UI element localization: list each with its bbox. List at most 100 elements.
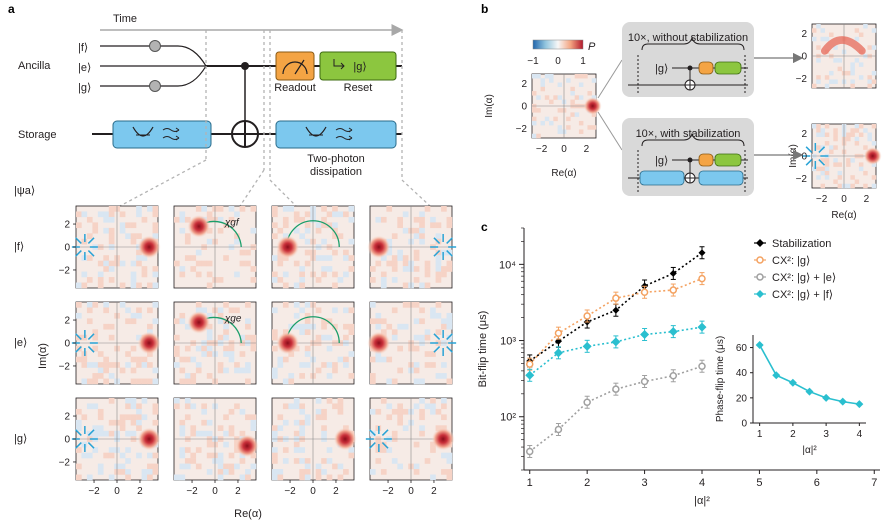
legend-marker <box>756 290 764 298</box>
data-point <box>525 360 534 368</box>
wigner-tile-r1-c1-cell <box>223 318 229 325</box>
wigner-tile-r0-c1-cell <box>239 206 246 212</box>
wigner-tile-r0-c1-cell <box>206 238 213 245</box>
wigner-tile-r1-c0 <box>71 301 161 385</box>
panel-b-stabilized-state-cell <box>820 170 825 176</box>
wigner-tile-r0-c0-cell <box>103 255 109 261</box>
wigner-tile-r0-c3-cell <box>391 277 398 283</box>
wigner-tile-r0-c0-cell <box>130 238 137 245</box>
panel-a-ylabel: Im(α) <box>37 343 49 369</box>
ytick-label-r0-2: −2 <box>59 265 71 276</box>
wigner-tile-r1-c2-cell <box>321 334 327 341</box>
wigner-tile-r2-c0-cell <box>97 425 104 431</box>
panel-b-stabilized-state-cell <box>820 183 825 189</box>
inset-point <box>755 341 764 350</box>
panel-b-unstabilized-state-cell <box>854 58 860 63</box>
wigner-tile-r1-c3-cell <box>419 378 425 385</box>
panel-b-initial-state-ytick-1: 0 <box>521 102 527 113</box>
panel-b-stabilized-state-cell <box>824 132 830 137</box>
data-point <box>640 377 649 386</box>
sequence-box-without-stabilization <box>622 22 754 97</box>
xtick-label-c2-0: −2 <box>284 486 296 497</box>
panel-b-initial-state-ytick-0: 2 <box>521 79 527 90</box>
wigner-tile-r2-c2-cell <box>321 425 327 431</box>
wigner-tile-r0-c3-cell <box>391 260 398 267</box>
wigner-tile-r1-c3-cell <box>380 356 387 363</box>
panel-b-stabilized-state-cell <box>863 183 868 189</box>
panel-b-stabilized-state-cell <box>816 124 821 129</box>
wigner-tile-r0-c0-cell <box>103 227 109 234</box>
wigner-tile-r0-c1-cell <box>250 266 257 272</box>
wigner-tile-r2-c0-cell <box>141 469 148 475</box>
wigner-tile-r2-c1-cell <box>245 474 251 481</box>
data-point <box>583 398 591 406</box>
wigner-tile-r1-c2-cell <box>332 367 338 374</box>
wigner-tile-r1-c2-cell <box>282 356 289 363</box>
wigner-tile-r1-c3-cell <box>424 351 431 357</box>
panel-b-initial-state-cell <box>557 125 563 130</box>
wigner-tile-r2-c2-cell <box>321 414 327 421</box>
wigner-tile-r1-c2-cell <box>315 307 322 314</box>
wigner-tile-r2-c3-cell <box>419 408 425 415</box>
wigner-tile-r1-c1-cell <box>217 312 224 319</box>
series-line <box>529 365 703 453</box>
panel-b-stabilized-state-cell <box>854 179 860 184</box>
wigner-tile-r2-c1-cell <box>206 419 213 426</box>
panel-b-stabilized-state-cell <box>846 132 851 137</box>
wigner-tile-r1-c3-cell <box>413 318 420 325</box>
panel-c-label: c <box>481 220 488 234</box>
wigner-tile-r1-c0-cell <box>130 356 137 363</box>
inset-point <box>822 393 831 402</box>
wigner-tile-r1-c2-cell <box>321 362 327 368</box>
wigner-tile-r2-c0-cell <box>103 430 109 437</box>
wigner-tile-r2-c0-cell <box>119 463 126 470</box>
wigner-tile-r1-c1-cell <box>195 302 202 308</box>
wigner-tile-r0-c1-cell <box>184 216 191 223</box>
panel-b-stabilized-state-cell <box>824 170 830 176</box>
wigner-tile-r1-c0-cell <box>136 307 142 314</box>
data-point <box>669 372 678 380</box>
wigner-tile-r1-c2-cell <box>277 362 284 368</box>
wigner-tile-r1-c1-cell <box>217 307 224 314</box>
wigner-tile-r2-c2-cell <box>315 408 322 415</box>
wigner-tile-r1-c3-cell <box>380 318 387 325</box>
wigner-tile-r2-c2-cell <box>326 447 333 453</box>
legend-marker <box>756 273 764 281</box>
xtick-label-c2-1: 0 <box>310 486 316 497</box>
x-tick-label: 3 <box>642 477 648 489</box>
wigner-tile-r0-c0-cell <box>108 277 115 283</box>
wigner-tile-r2-c1-cell <box>250 414 257 421</box>
wigner-tile-r0-c0-cell <box>81 271 88 278</box>
wigner-tile-r2-c0-cell <box>125 469 131 475</box>
wigner-tile-r1-c2-cell <box>272 345 278 352</box>
cnot-control <box>241 62 249 70</box>
wigner-tile-r1-c1-cell <box>179 312 186 319</box>
panel-b-stabilized-state-cell <box>858 166 864 172</box>
panel-b-stabilized-state-cell <box>850 132 855 137</box>
wigner-tile-r2-c3-cell <box>413 403 420 410</box>
wigner-tile-r0-c0-cell <box>103 260 109 267</box>
wigner-tile-r1-c3-cell <box>424 329 431 335</box>
panel-b-unstabilized-state-cell <box>871 45 877 50</box>
wigner-tile-r0-c1-cell <box>234 211 240 218</box>
wigner-tile-r0-c1-cell <box>217 277 224 283</box>
wigner-tile-r2-c3-cell <box>397 463 403 470</box>
wigner-tile-r0-c3 <box>367 205 457 289</box>
y-axis-label: Bit-flip time (μs) <box>477 311 489 388</box>
wigner-tile-r0-c1-cell <box>234 271 240 278</box>
wigner-tile-r0-c2-cell <box>304 238 311 245</box>
panel-b-unstabilized-state-ytick-2: −2 <box>796 74 808 85</box>
wigner-tile-r0-c3-cell <box>441 266 447 272</box>
wigner-tile-r2-c0-cell <box>125 398 131 404</box>
wigner-tile-r2-c2-cell <box>315 398 322 404</box>
wigner-tile-r0-c2-cell <box>293 260 300 267</box>
wigner-tile-r1-c0-cell <box>92 334 99 341</box>
wigner-tile-r2-c1-cell <box>179 419 186 426</box>
panel-b-unstabilized-state-cell <box>824 75 830 80</box>
panel-b-initial-state-cell <box>574 112 580 117</box>
wigner-tile-r2-c2-cell <box>299 474 305 481</box>
wigner-tile-r0-c0-cell <box>125 233 131 239</box>
panel-b-unstabilized-state-cell <box>871 70 877 76</box>
wigner-tile-r0-c0-cell <box>136 206 142 212</box>
wigner-tile-r2-c1-cell <box>184 403 191 410</box>
